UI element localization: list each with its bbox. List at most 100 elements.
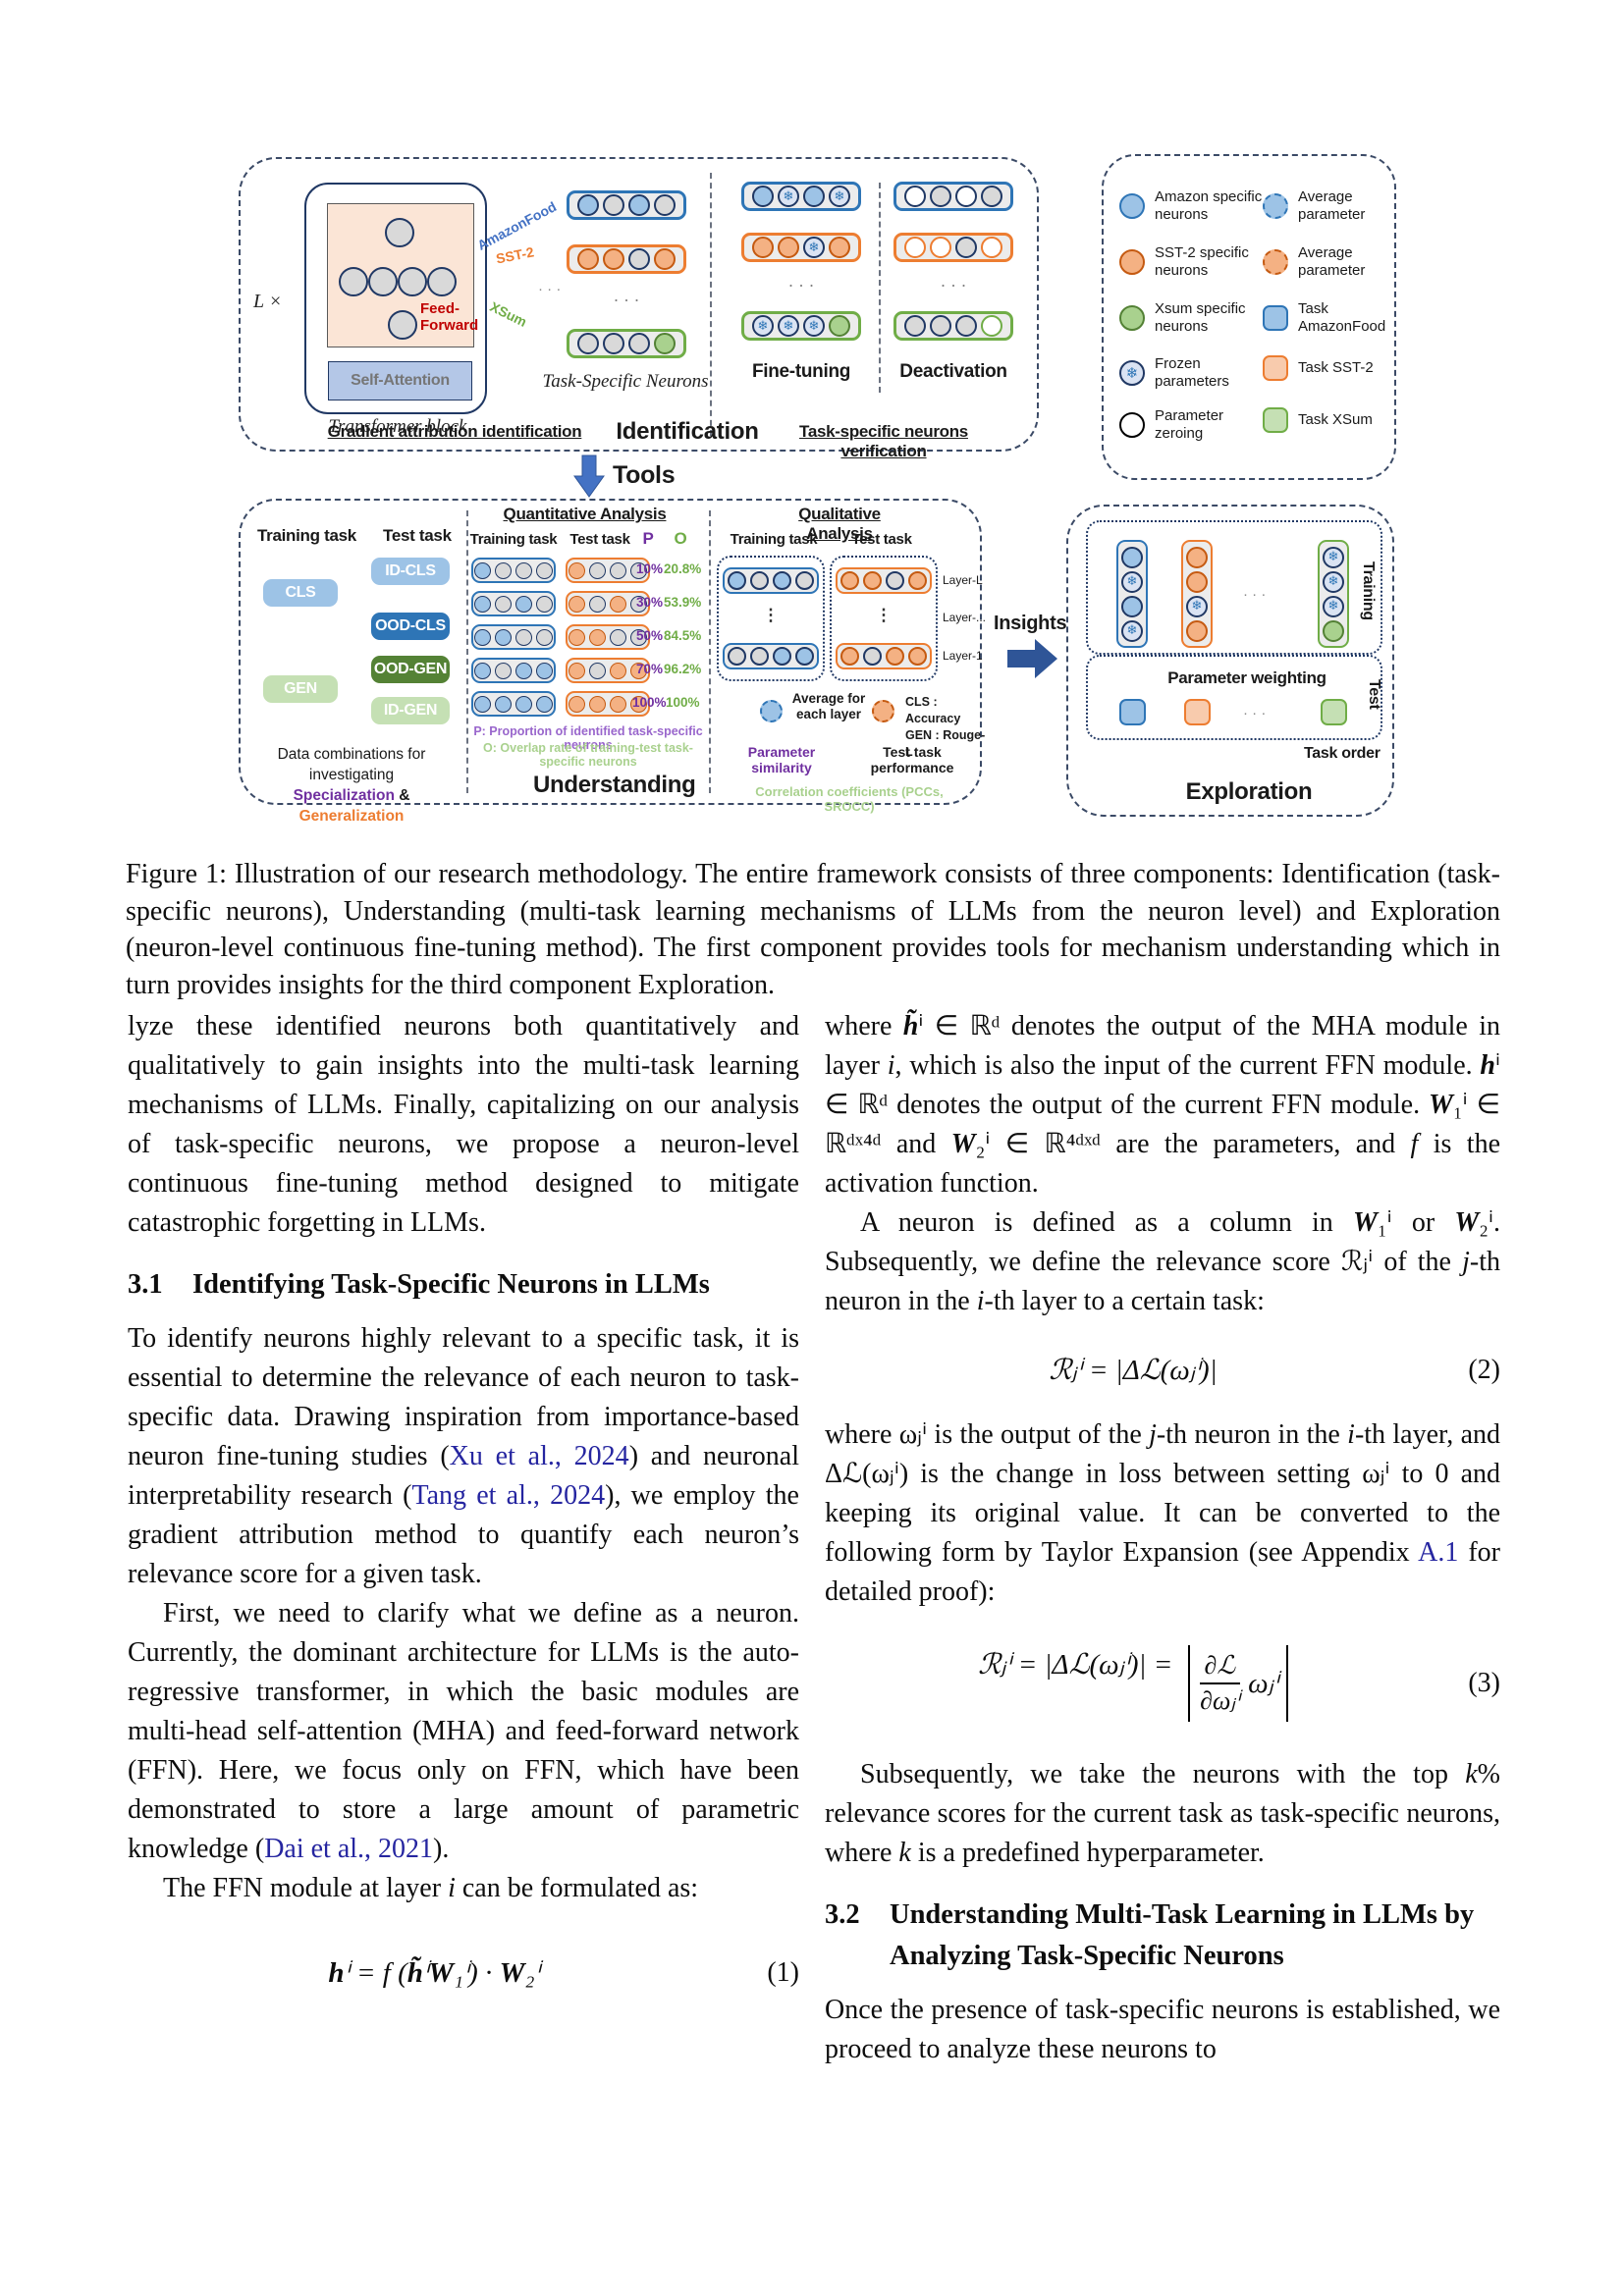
legend-item: Parameter zeroing <box>1119 407 1267 443</box>
neuron-icon <box>955 237 977 258</box>
ffn-neuron <box>385 218 414 247</box>
neuron-icon <box>630 561 647 579</box>
text-segment: ), we employ the gradient attribution me… <box>128 1480 799 1589</box>
test-rotated-label: Test <box>1366 679 1382 710</box>
quant-p-value: 10% <box>636 561 664 576</box>
text-segment: j <box>1149 1419 1157 1450</box>
text-segment: j <box>1462 1247 1470 1277</box>
ood-gen-box: OOD-GEN <box>371 656 450 683</box>
text-segment: h̃ <box>902 1011 919 1041</box>
neuron-icon <box>750 647 769 666</box>
test-task-square-green <box>1321 699 1347 725</box>
paragraph: where ωⱼⁱ is the output of the j-th neur… <box>825 1415 1500 1612</box>
dc-test-task-header: Test task <box>383 526 452 545</box>
neuron-icon <box>610 628 626 646</box>
neuron-icon <box>568 695 585 713</box>
text-segment: ). <box>433 1834 450 1864</box>
qual-test-header: Test task <box>851 531 912 548</box>
text-segment: i <box>448 1873 456 1903</box>
section-number: 3.2 <box>825 1898 860 1930</box>
text-segment: k <box>898 1837 911 1868</box>
xsum-neuron-icon <box>1119 305 1145 331</box>
task-amazonfood-icon <box>1263 305 1288 331</box>
test-task-performance-label: Test task performance <box>870 744 954 775</box>
citation-link[interactable]: A.1 <box>1418 1537 1459 1568</box>
section-title: Identifying Task-Specific Neurons in LLM… <box>192 1269 710 1300</box>
text-segment: ₂ⁱ <box>975 1129 991 1159</box>
parameter-zeroing-icon <box>1119 412 1145 438</box>
neuron-icon <box>840 647 859 666</box>
text-segment: ∈ ℝ⁴ᵈˣᵈ are the parameters, and <box>990 1129 1411 1159</box>
neuron-icon <box>795 647 814 666</box>
text-segment: h̃ <box>406 1957 423 1989</box>
neuron-icon <box>1186 546 1208 568</box>
neuron-icon <box>474 628 491 646</box>
text-segment: i <box>976 1286 985 1316</box>
neuron-icon <box>728 571 746 590</box>
neuron-icon <box>654 333 676 354</box>
text-segment: ∈ ℝᵈˣ⁴ᵈ and <box>825 1090 1500 1159</box>
avg-param-orange-icon <box>872 700 894 722</box>
task-order-label: Task order <box>1304 745 1380 762</box>
text-segment: -th layer to a certain task: <box>984 1286 1265 1316</box>
legend-item: Average parameter <box>1263 188 1390 224</box>
citation-link[interactable]: Xu et al., 2024 <box>449 1441 629 1471</box>
text-segment: The FFN module at layer <box>163 1873 449 1903</box>
tools-label: Tools <box>613 461 676 489</box>
dc-training-task-header: Training task <box>257 526 356 545</box>
neuron-icon <box>628 248 650 270</box>
neuron-icon <box>603 194 624 216</box>
neuron-icon <box>495 561 512 579</box>
legend-label: Frozen parameters <box>1155 355 1229 390</box>
deactivation-row-xsum <box>893 311 1013 341</box>
neuron-icon <box>886 571 904 590</box>
ffn-neuron <box>388 310 417 340</box>
exploration-test-box <box>1086 655 1382 740</box>
legend-item: Task SST-2 <box>1263 355 1390 381</box>
neuron-icon <box>829 237 850 258</box>
neuron-icon <box>474 695 491 713</box>
quant-training-header: Training task <box>469 531 558 548</box>
figure-caption: Figure 1: Illustration of our research m… <box>126 859 1500 1000</box>
neuron-icon <box>630 695 647 713</box>
equation-body: ℛⱼⁱ = |Δℒ(ωⱼⁱ)| <box>825 1351 1441 1390</box>
neuron-icon <box>1121 595 1143 617</box>
text-segment: ₁ⁱ <box>1377 1207 1392 1238</box>
quant-p-value: 70% <box>636 662 664 676</box>
sst2-neuron-icon <box>1119 249 1145 275</box>
exploration-ellipsis-bottom: · · · <box>1243 705 1267 721</box>
text-segment: , which is also the input of the current… <box>894 1050 1481 1081</box>
neuron-icon <box>930 186 951 207</box>
amazon-neuron-icon <box>1119 193 1145 219</box>
layer-1-label: Layer-1 <box>943 649 983 663</box>
citation-link[interactable]: Tang et al., 2024 <box>411 1480 606 1511</box>
task-sst2-icon <box>1263 355 1288 381</box>
quant-p-note: P: Proportion of identified task-specifi… <box>473 724 703 752</box>
paragraph: The FFN module at layer i can be formula… <box>128 1869 799 1908</box>
finetuning-row-sst2: ❄ <box>741 233 861 262</box>
neuron-icon <box>495 595 512 613</box>
quant-o-value: 20.8% <box>664 561 702 576</box>
legend-item: Xsum specific neurons <box>1119 300 1267 336</box>
task-specific-neurons-label: Task-Specific Neurons <box>542 371 709 392</box>
legend-item: SST-2 specific neurons <box>1119 244 1267 280</box>
neuron-icon <box>577 333 599 354</box>
neuron-icon <box>495 662 512 679</box>
understanding-title: Understanding <box>533 772 696 798</box>
exploration-title: Exploration <box>1185 778 1313 805</box>
equation-body: hⁱ = f (h̃ⁱW₁ⁱ) · W₂ⁱ <box>128 1953 740 1993</box>
equation-number: (3) <box>1468 1667 1500 1698</box>
text-segment: ₂ⁱ <box>1479 1207 1493 1238</box>
neuron-icon <box>750 571 769 590</box>
text-segment: where <box>825 1011 903 1041</box>
text-segment: = f ( <box>349 1957 407 1989</box>
frozen-neuron-icon: ❄ <box>1121 570 1143 593</box>
neuron-icon <box>630 628 647 646</box>
text-segment: h <box>328 1957 345 1989</box>
frozen-neuron-icon: ❄ <box>778 186 799 207</box>
neuron-icon <box>589 561 606 579</box>
neuron-icon <box>863 571 882 590</box>
deactivation-row-amazon <box>893 182 1013 211</box>
citation-link[interactable]: Dai et al., 2021 <box>264 1834 434 1864</box>
equation-3: ℛⱼⁱ = |Δℒ(ωⱼⁱ)| = ∂ℒ ∂ωⱼⁱ ωⱼⁱ (3) <box>825 1645 1500 1722</box>
